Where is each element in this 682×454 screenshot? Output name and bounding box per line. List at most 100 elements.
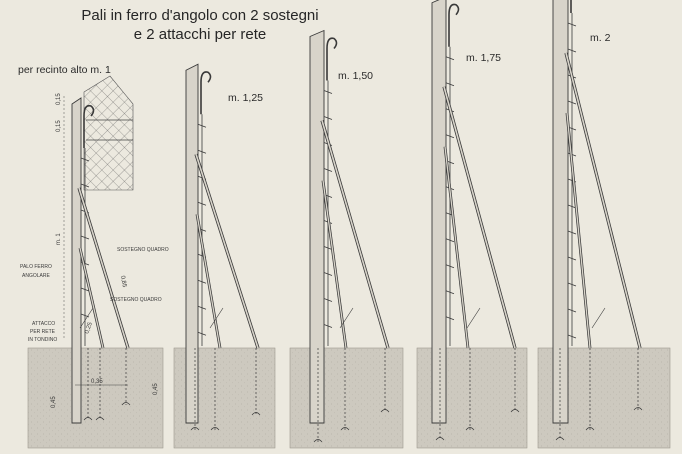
post-clip-2: [197, 149, 207, 154]
wire-mesh: [83, 75, 134, 191]
post-clip-4: [445, 238, 455, 243]
post-clip-1: [80, 183, 90, 188]
post-clip-5: [567, 100, 577, 105]
label-attacco-2: PER RETE: [30, 329, 56, 335]
brace-tie-3: [339, 307, 354, 329]
post-clip-3: [323, 298, 333, 302]
anchor-foot-5-3: [633, 407, 643, 411]
brace-long-fill-1: [78, 187, 129, 349]
post-label-m175: m. 1,75: [466, 52, 501, 64]
label-attacco-3: IN TONDINO: [28, 337, 57, 343]
post-label-m125: m. 1,25: [228, 92, 263, 104]
post-2: [185, 63, 199, 424]
post-clip-5: [567, 256, 577, 261]
post-hook-2: [200, 71, 212, 115]
ground-block-3: [289, 347, 404, 449]
dim-width: 0,35: [91, 379, 103, 385]
post-clip-5: [567, 282, 577, 287]
ground-block-1: [27, 347, 164, 449]
posts-layer: [71, 0, 643, 443]
dim-top: 0,15: [56, 120, 62, 132]
anchor-foot-3-1: [313, 439, 323, 443]
brace-tie-4: [466, 307, 481, 329]
post-hook-4: [448, 3, 460, 47]
anchor-foot-3-3: [380, 409, 390, 413]
brace-long-fill-4: [443, 86, 516, 349]
post-clip-3: [323, 324, 333, 328]
post-4: [431, 0, 447, 424]
post-clip-4: [445, 264, 455, 269]
dim-depth: 0,45: [51, 396, 57, 408]
post-5: [552, 0, 569, 424]
title-line-1: Pali in ferro d'angolo con 2 sostegni: [81, 7, 319, 24]
post-hook-1: [83, 104, 95, 148]
post-clip-2: [197, 331, 207, 336]
brace-tie-5: [591, 307, 606, 329]
post-3: [309, 29, 325, 424]
post-clip-1: [80, 235, 90, 240]
anchor-foot-5-2: [585, 427, 595, 431]
post-clip-2: [197, 201, 207, 206]
anchor-foot-5-1: [555, 437, 565, 441]
post-clip-4: [445, 290, 455, 295]
post-label-m150: m. 1,50: [338, 70, 373, 82]
label-palo-1: PALO FERRO: [20, 264, 52, 270]
post-clip-2: [197, 305, 207, 310]
brace-tie-1: [79, 307, 94, 329]
ground-blocks: [27, 347, 671, 449]
post-clip-3: [323, 272, 333, 276]
brace-long-fill-2: [195, 154, 259, 349]
post-clip-4: [445, 316, 455, 321]
height-mark: m. 1: [56, 233, 62, 245]
anchor-foot-3-2: [340, 427, 350, 431]
dim-diagonal: 0,85: [119, 275, 127, 288]
brace-short-fill-3: [322, 180, 347, 349]
post-clip-5: [567, 334, 577, 339]
post-hook-5: [570, 0, 572, 13]
anchor-foot-2-2: [210, 427, 220, 431]
brace-short-fill-4: [444, 146, 469, 349]
anchor-foot-1-1: [83, 417, 93, 421]
post-clip-2: [197, 279, 207, 284]
anchor-foot-2-3: [251, 412, 261, 416]
post-clip-5: [567, 22, 577, 27]
label-sostegno-top: SOSTEGNO QUADRO: [117, 247, 169, 253]
post-clip-5: [567, 204, 577, 209]
label-attacco-1: ATTACCO: [32, 321, 55, 327]
brace-short-fill-5: [566, 112, 591, 349]
post-clip-5: [567, 230, 577, 235]
dim-small: 0,25: [84, 321, 94, 335]
brace-short-fill-2: [196, 214, 221, 349]
post-hook-3: [326, 37, 338, 81]
post-clip-3: [323, 90, 333, 94]
brace-long-fill-5: [565, 52, 641, 349]
dim-depth-2: 0,45: [153, 383, 159, 395]
anchor-foot-4-3: [510, 409, 520, 413]
dim-top-2: 0,15: [56, 93, 62, 105]
post-clip-5: [567, 48, 577, 53]
anchor-foot-1-2: [95, 417, 105, 421]
anchor-foot-2-1: [190, 427, 200, 431]
post-1: [71, 97, 82, 424]
brace-short-fill-1: [79, 247, 104, 349]
anchor-foot-4-1: [435, 437, 445, 441]
brace-long-fill-3: [321, 120, 389, 349]
diagram-title: Pali in ferro d'angolo con 2 sostegni e …: [0, 6, 400, 44]
post-clip-1: [80, 287, 90, 292]
post-clip-5: [567, 308, 577, 313]
post-clip-4: [445, 82, 455, 87]
label-palo-2: ANGOLARE: [22, 273, 50, 279]
title-line-2: e 2 attacchi per rete: [133, 26, 267, 43]
post-clip-3: [323, 168, 333, 172]
label-sostegno-bottom: SOSTEGNO QUADRO: [110, 297, 162, 303]
post-clip-3: [323, 246, 333, 250]
anchor-foot-1-3: [121, 402, 131, 406]
post-clip-4: [445, 134, 455, 139]
post-clip-4: [445, 56, 455, 61]
anchor-foot-4-2: [465, 427, 475, 431]
post-clip-3: [323, 116, 333, 120]
brace-tie-2: [209, 307, 224, 329]
post-label-m2: m. 2: [590, 32, 611, 44]
subtitle: per recinto alto m. 1: [18, 64, 111, 76]
